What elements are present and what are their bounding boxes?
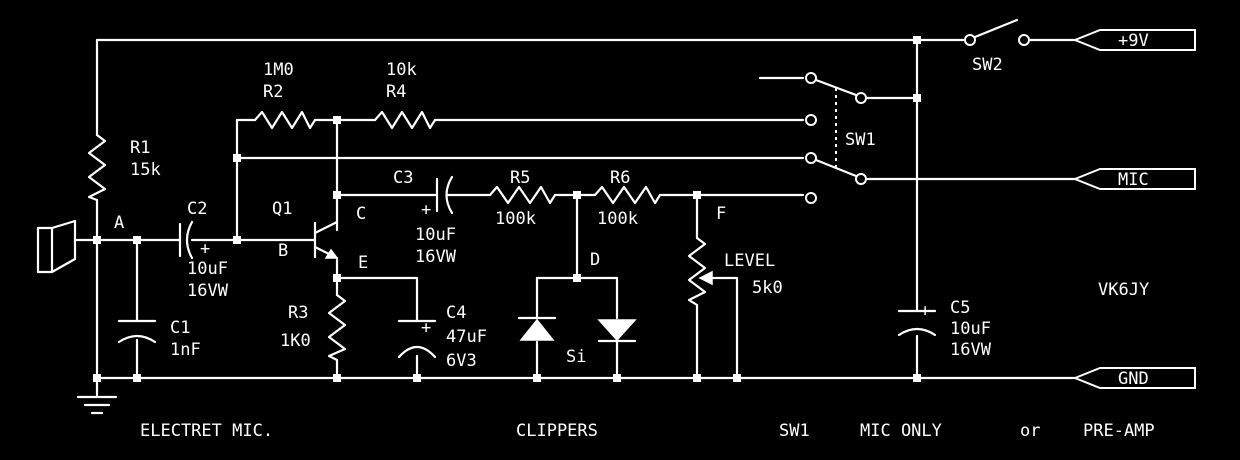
switch-sw1 [805,72,867,204]
c3-plus-label: + [421,200,431,220]
r3-name-label: R3 [288,303,308,323]
r1-name-label: R1 [130,138,150,158]
c2-value-label: 10uF [187,259,228,279]
level-value-label: 5k0 [752,278,783,298]
capacitor-c5 [897,309,937,337]
node-c-label: C [356,204,366,224]
callsign-label: VK6JY [1098,280,1149,300]
node-e-label: E [358,253,368,273]
junction-dots [93,36,921,382]
c1-value-label: 1nF [170,340,201,360]
terminal-supply [1072,29,1196,51]
resistor-r3 [327,293,347,362]
c2-plus-label: + [200,239,210,259]
wires [73,38,1077,397]
switch-sw2 [964,18,1030,46]
node-d-label: D [590,250,600,270]
transistor-q1 [313,220,339,260]
resistor-r1 [87,133,107,202]
node-a-label: A [114,213,124,233]
ground-terminal-label: GND [1118,369,1149,389]
c4-name-label: C4 [446,303,466,323]
c5-name-label: C5 [950,298,970,318]
terminal-mic [1072,168,1196,190]
diode-left [517,316,557,341]
node-f-label: F [716,204,726,224]
c5-plus-label: + [920,301,930,321]
terminal-ground [1072,367,1196,389]
c2-name-label: C2 [187,199,207,219]
resistor-r5 [488,185,557,205]
resistor-r2 [253,110,317,130]
level-potentiometer [687,236,713,307]
c4-plus-label: + [421,318,431,338]
c4-voltage-label: 6V3 [446,351,477,371]
diode-right [597,319,637,343]
level-name-label: LEVEL [724,251,775,271]
r5-name-label: R5 [510,168,530,188]
r4-value-label: 10k [386,60,417,80]
ground-icon [76,395,118,415]
capacitor-c3 [435,175,454,215]
capacitor-c1 [117,319,157,344]
capacitor-c2 [178,220,194,260]
r1-value-label: 15k [130,160,161,180]
r4-name-label: R4 [386,82,406,102]
pre-amp-caption: PRE-AMP [1083,421,1155,441]
c3-name-label: C3 [393,168,413,188]
supply-terminal-label: +9V [1118,31,1149,51]
c3-value-label: 10uF [415,225,456,245]
c4-value-label: 47uF [446,327,487,347]
diode-type-label: Si [566,347,586,367]
sw1-name-label: SW1 [845,130,876,150]
capacitor-c4 [397,319,437,359]
node-b-label: B [278,241,288,261]
sw2-name-label: SW2 [972,55,1003,75]
or-caption: or [1020,421,1040,441]
c1-name-label: C1 [170,318,190,338]
r5-value-label: 100k [495,209,536,229]
electret-mic-caption: ELECTRET MIC. [140,421,273,441]
q1-name-label: Q1 [272,199,292,219]
r2-name-label: R2 [263,82,283,102]
r6-name-label: R6 [610,168,630,188]
r2-value-label: 1M0 [263,60,294,80]
mic-terminal-label: MIC [1118,170,1149,190]
clippers-caption: CLIPPERS [516,421,598,441]
r3-value-label: 1K0 [280,331,311,351]
c2-voltage-label: 16VW [187,281,229,301]
resistor-r4 [373,110,437,130]
resistor-r6 [593,185,662,205]
electret-microphone-icon [36,219,77,274]
c3-voltage-label: 16VW [415,247,457,267]
mic-only-caption: MIC ONLY [860,421,942,441]
r6-value-label: 100k [597,209,638,229]
c5-value-label: 10uF [950,319,991,339]
c5-voltage-label: 16VW [950,340,992,360]
sw1-caption: SW1 [779,421,810,441]
